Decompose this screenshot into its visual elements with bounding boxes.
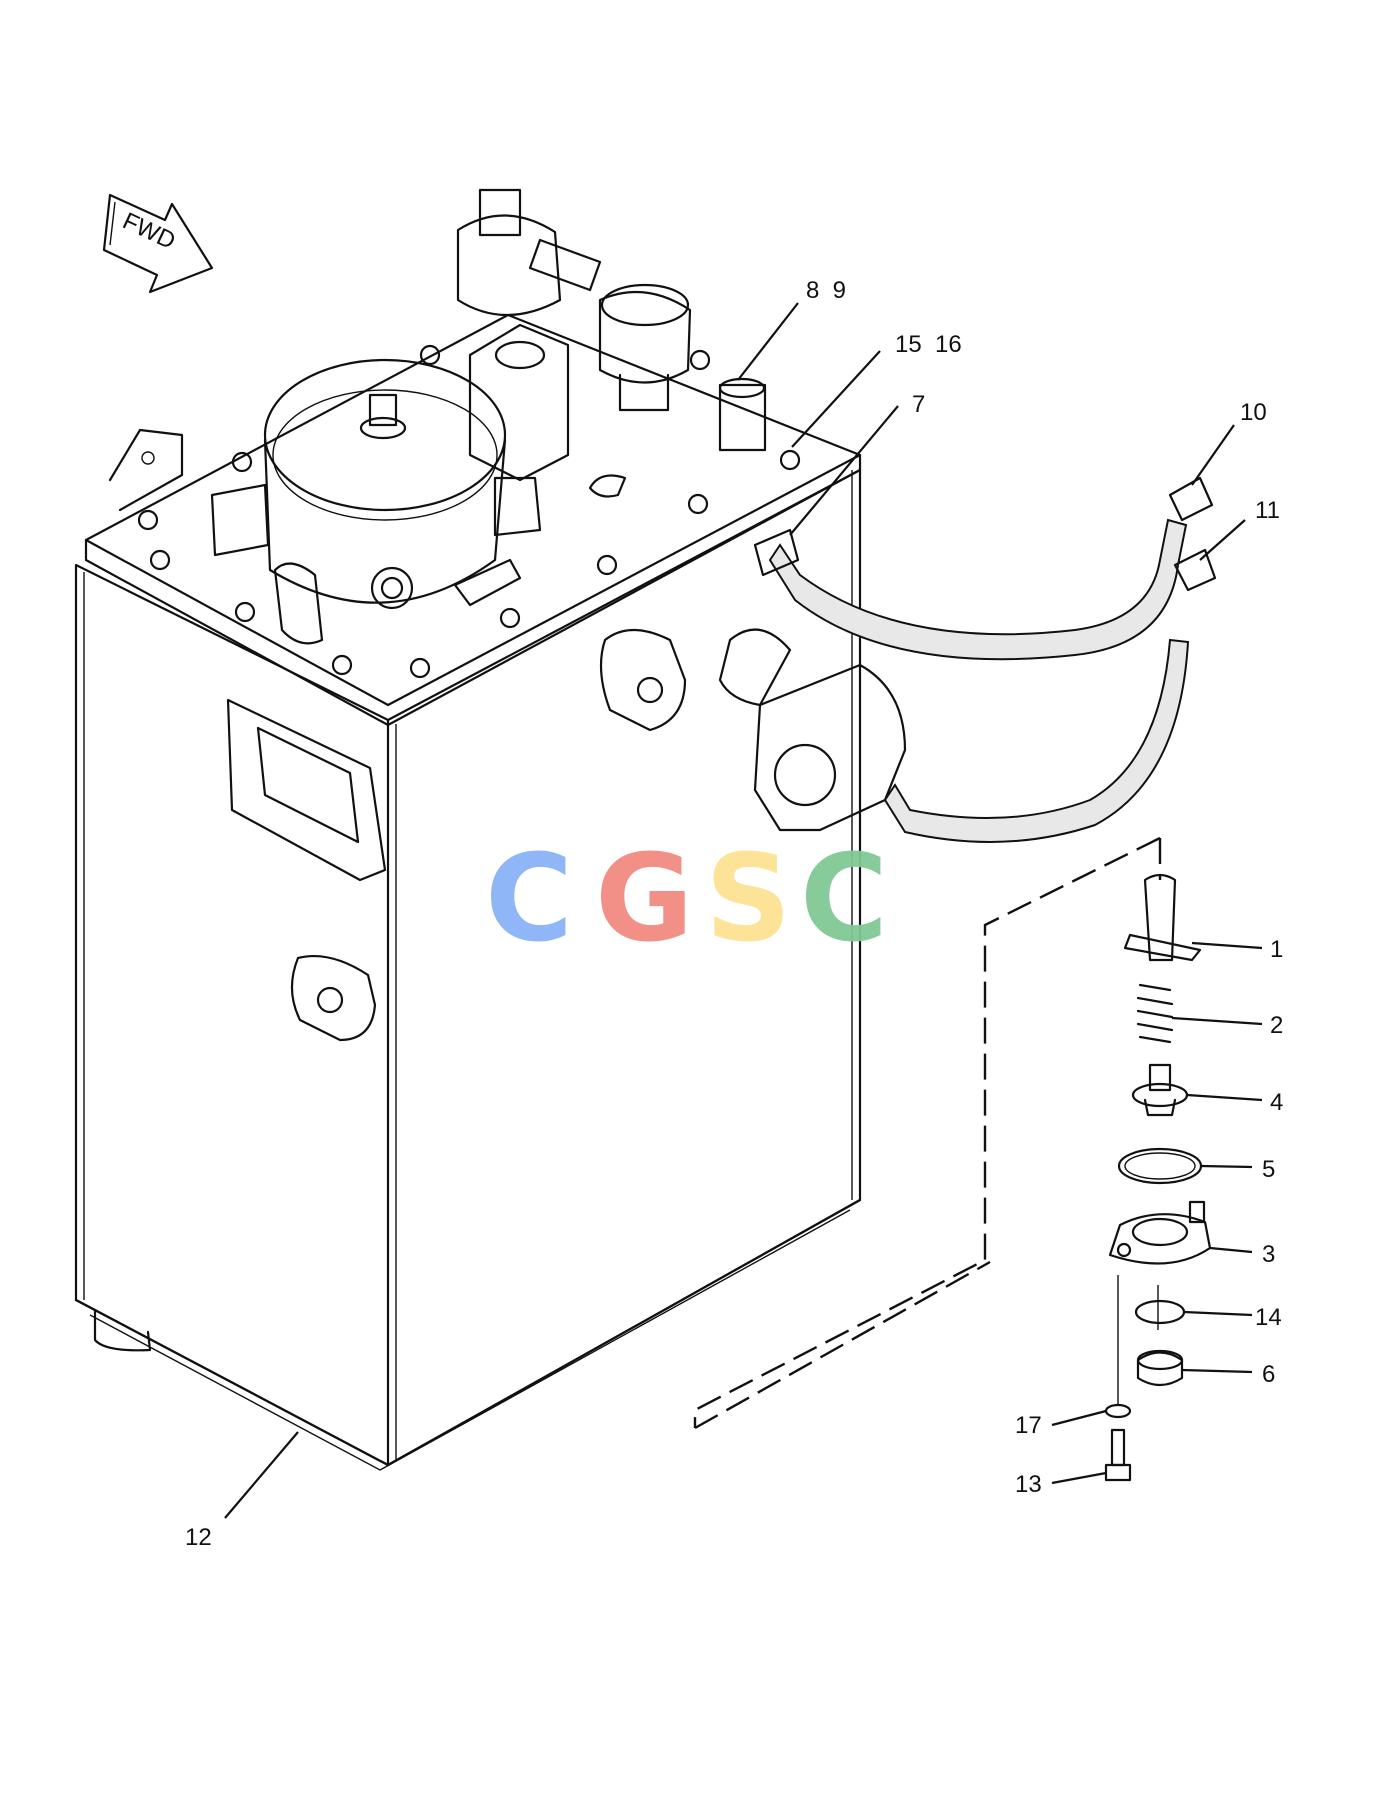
callout-1: 1	[1270, 936, 1283, 963]
hydraulic-tank	[74, 188, 907, 1471]
callout-12: 12	[185, 1524, 212, 1551]
plate-bolts	[137, 344, 801, 679]
callout-17: 17	[1015, 1412, 1042, 1439]
callout-8-9: 8 9	[806, 277, 846, 304]
callout-13: 13	[1015, 1471, 1042, 1498]
callout-3: 3	[1262, 1241, 1275, 1268]
exploded-parts	[693, 836, 1212, 1482]
watermark-letter-3: S	[705, 830, 791, 969]
fwd-label: FWD	[118, 207, 179, 255]
watermark-letter-4: C	[800, 830, 888, 969]
filter-housing	[210, 358, 522, 645]
leader-lines	[224, 302, 1263, 1519]
watermark-letter-1: C	[485, 830, 573, 969]
callout-2: 2	[1270, 1012, 1283, 1039]
callout-14: 14	[1255, 1304, 1282, 1331]
callout-7: 7	[912, 391, 925, 418]
callout-10: 10	[1240, 399, 1267, 426]
callout-11: 11	[1255, 497, 1280, 524]
watermark-letter-2: G	[595, 830, 694, 969]
callout-6: 6	[1262, 1361, 1275, 1388]
callout-labels: 8 9 15 16 7 10 11 1 2 4 5 3 14 6 17 13 1…	[185, 277, 1283, 1551]
hose-assemblies	[753, 476, 1217, 843]
fwd-arrow-icon: FWD	[102, 193, 214, 294]
callout-4: 4	[1270, 1089, 1283, 1116]
pressure-switch	[456, 188, 767, 452]
callout-15-16: 15 16	[895, 331, 962, 358]
cgsc-watermark-logo: C G S C	[485, 830, 888, 969]
callout-5: 5	[1262, 1156, 1275, 1183]
valve-block	[468, 323, 570, 537]
